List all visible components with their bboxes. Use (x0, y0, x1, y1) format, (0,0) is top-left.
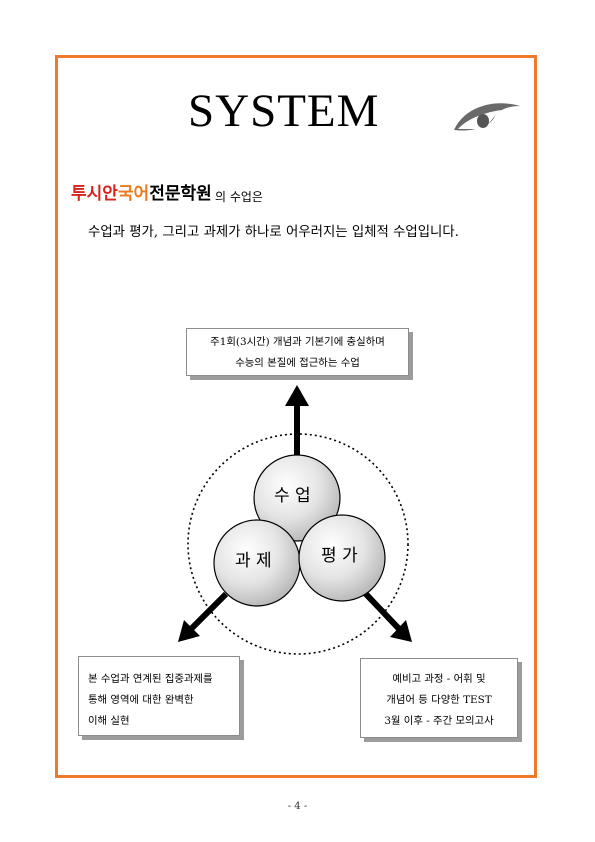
brand-part2: 국어 (117, 184, 150, 204)
box-assignment-line: 이해 실현 (88, 715, 130, 727)
arrow-down-left (178, 591, 229, 642)
brand-suffix: 의 수업은 (215, 190, 263, 204)
page-number: - 4 - (287, 801, 308, 812)
subtitle: 수업과 평가, 그리고 과제가 하나로 어우러지는 입체적 수업입니다. (88, 225, 459, 240)
circle-label-class: 수 업 (274, 486, 311, 506)
box-assignment-line: 통해 영역에 대한 완벽한 (88, 694, 194, 706)
circle-class (253, 454, 341, 542)
brand-part1: 투시안 (71, 184, 118, 204)
box-evaluation-line: 개념어 등 다양한 TEST (386, 694, 492, 706)
box-evaluation-line: 3월 이후 - 주간 모의고사 (384, 715, 494, 727)
box-assignment: 본 수업과 연계된 집중과제를 통해 영역에 대한 완벽한 이해 실현 (78, 656, 240, 736)
arrow-down-right (361, 589, 412, 642)
circle-label-evaluation: 평 가 (321, 546, 358, 566)
box-class-line: 주1회(3시간) 개념과 기본기에 충실하며 (210, 336, 385, 348)
brand-part3: 전문학원 (149, 184, 212, 204)
outer-dotted-circle (187, 433, 409, 655)
box-evaluation-line: 예비고 과정 - 어휘 및 (392, 673, 486, 685)
box-evaluation: 예비고 과정 - 어휘 및 개념어 등 다양한 TEST 3월 이후 - 주간 … (360, 658, 518, 738)
box-assignment-line: 본 수업과 연계된 집중과제를 (88, 673, 213, 685)
box-class: 주1회(3시간) 개념과 기본기에 충실하며 수능의 본질에 접근하는 수업 (186, 328, 409, 376)
page-frame (55, 55, 537, 778)
brand-name: 투시안국어전문학원 (71, 186, 212, 203)
circle-label-assignment: 과 제 (235, 551, 272, 571)
arrow-up (285, 385, 309, 460)
page-title: SYSTEM (188, 85, 380, 137)
eye-icon (454, 103, 520, 131)
circle-evaluation (298, 514, 386, 602)
box-class-line: 수능의 본질에 접근하는 수업 (235, 357, 360, 369)
